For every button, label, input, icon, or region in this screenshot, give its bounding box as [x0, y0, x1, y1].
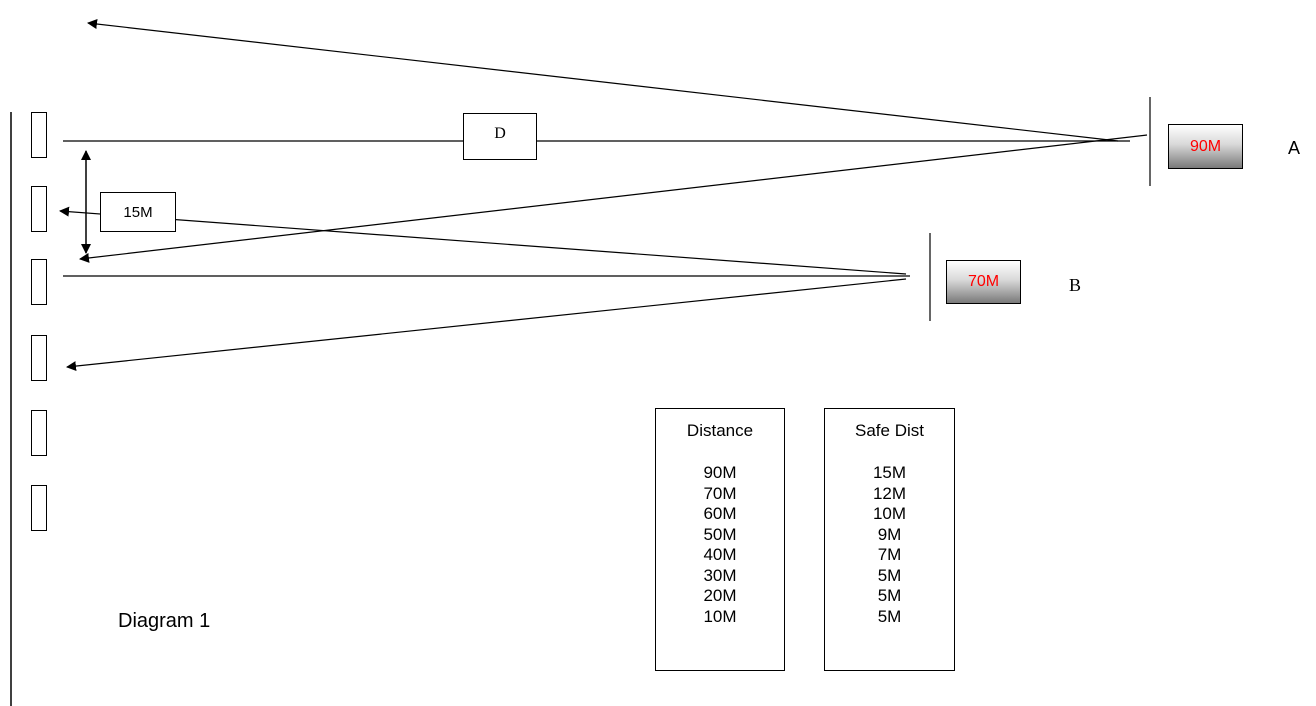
position-b-label: B: [1069, 275, 1082, 295]
safe-distance-table-row: 5M: [877, 606, 902, 626]
safe-distance-label: 15M: [123, 204, 153, 221]
arrow-b-upper: [59, 206, 907, 275]
shooter-b-label: 70M: [967, 273, 1000, 290]
shooter-a-box: 90M: [1168, 124, 1243, 169]
safe-distance-table-row: 5M: [877, 565, 902, 585]
target-2: [31, 186, 47, 232]
distance-table-row: 20M: [703, 586, 737, 605]
safe-distance-table-row: 7M: [877, 545, 902, 564]
target-3: [31, 259, 47, 305]
distance-table-row: 70M: [703, 483, 737, 503]
distance-table-row: 60M: [703, 504, 737, 523]
shooter-a-label: 90M: [1189, 137, 1222, 155]
shooter-b-box: 70M: [946, 260, 1021, 304]
target-6: [31, 485, 47, 531]
d-label: D: [494, 125, 506, 142]
target-4: [31, 335, 47, 381]
position-a-label: A: [1288, 138, 1301, 158]
safe-distance-table-row: 5M: [877, 586, 902, 605]
distance-table-row: 40M: [703, 545, 737, 564]
safe-distance-table-row: 10M: [872, 504, 907, 523]
arrow-b-lower: [66, 278, 907, 372]
safe-distance-table-row: 15M: [872, 463, 907, 482]
safe-distance-table-row: 12M: [872, 483, 907, 503]
distance-table-row: 90M: [703, 463, 737, 482]
safe-distance-table-row: 9M: [877, 524, 902, 544]
arrow-a-top: [87, 19, 1119, 142]
target-5: [31, 410, 47, 456]
target-1: [31, 112, 47, 158]
diagram-title: Diagram 1: [118, 610, 211, 632]
safe-distance-table-header: Safe Dist: [855, 421, 924, 440]
arrow-a-lower: [79, 134, 1148, 263]
distance-table-header: Distance: [686, 421, 754, 440]
distance-table-row: 10M: [703, 606, 737, 626]
distance-table-row: 30M: [703, 565, 737, 585]
distance-table-row: 50M: [703, 524, 737, 544]
safe-distance-label-box: 15M: [100, 192, 176, 232]
d-label-box: D: [463, 113, 537, 160]
